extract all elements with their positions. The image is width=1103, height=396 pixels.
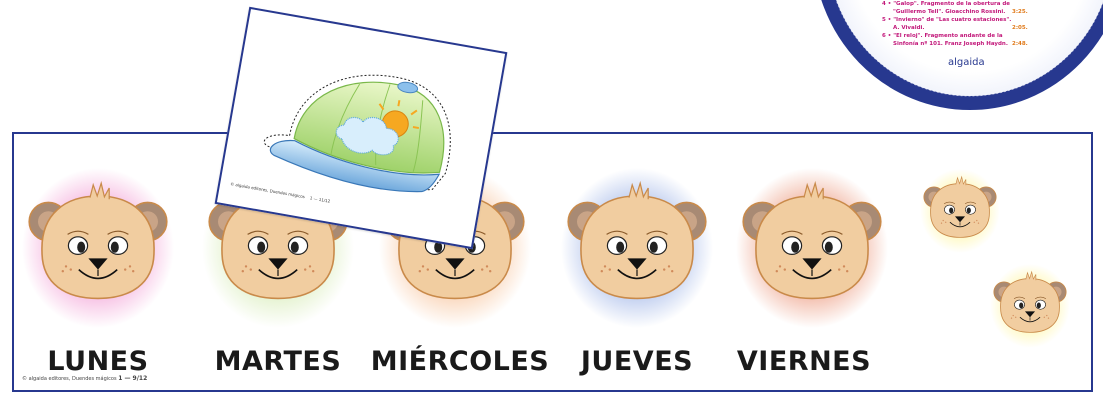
bear-face-jueves [561, 168, 713, 328]
day-label-martes: MARTES [214, 346, 342, 377]
cap-illustration [263, 74, 451, 193]
weekday-board [12, 132, 1093, 392]
board-credit: © algaida editores, Duendes mágicos 1 — … [22, 375, 148, 382]
track-6-line2: Sinfonía nº 101. Franz Joseph Haydn. [893, 41, 1008, 47]
track-5-line2: A. Vivaldi. [893, 25, 925, 31]
track-4-line2: "Guillermo Tell". Gioacchino Rossini. [893, 9, 1006, 15]
day-label-viernes: VIERNES [736, 346, 872, 377]
bear-face-viernes [736, 168, 888, 328]
cloud-icon [335, 116, 399, 156]
track-5-title: 5 • "Invierno" de "Las cuatro estaciones… [882, 17, 1012, 23]
track-6-title: 6 • "El reloj". Fragmento andante de la [882, 33, 1003, 39]
small-bear-2 [990, 263, 1070, 348]
day-label-lunes: LUNES [47, 346, 149, 377]
disc-brand-logo: algaida [948, 57, 985, 68]
track-4-title: 4 • "Galop". Fragmento de la obertura de [882, 1, 1011, 7]
day-label-miercoles: MIÉRCOLES [370, 346, 550, 377]
small-bear-1 [920, 168, 1000, 253]
track-6-time: 2:48. [1012, 41, 1028, 47]
track-4-time: 3:25. [1012, 9, 1028, 15]
cap-card[interactable]: © algaida editores, Duendes mágicos 1 — … [214, 6, 508, 250]
bear-face-lunes [21, 168, 174, 328]
day-label-jueves: JUEVES [580, 346, 694, 377]
track-5-time: 2:05. [1012, 25, 1028, 31]
